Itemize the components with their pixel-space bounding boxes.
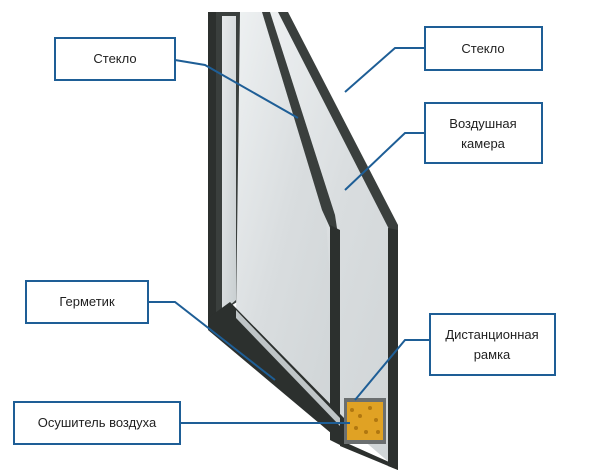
callout-glass-left: Стекло (54, 37, 176, 81)
callout-glass-right: Стекло (424, 26, 543, 71)
leader-sealant (148, 301, 276, 381)
glass-pane-back (212, 12, 240, 318)
leader-glass-right (344, 47, 425, 93)
callout-spacer-line1: Дистанционная (445, 327, 538, 342)
leader-spacer (354, 339, 430, 401)
air-chamber-area (236, 12, 340, 420)
spacer-frame (344, 398, 386, 444)
leader-air-chamber (344, 132, 425, 191)
frame-edges (208, 12, 398, 470)
callout-spacer-line2: рамка (474, 347, 511, 362)
callout-desiccant: Осушитель воздуха (13, 401, 181, 445)
callout-glass-left-text: Стекло (93, 51, 136, 66)
callout-air-chamber-line2: камера (461, 136, 506, 151)
leader-glass-left (174, 59, 299, 119)
callout-sealant-text: Герметик (59, 294, 115, 309)
leader-lines (148, 47, 430, 424)
callout-sealant: Герметик (25, 280, 149, 324)
callout-desiccant-text: Осушитель воздуха (38, 415, 157, 430)
callout-spacer: Дистанционная рамка (429, 313, 556, 376)
callout-air-chamber: Воздушная камера (424, 102, 543, 164)
callout-air-chamber-line1: Воздушная (449, 116, 516, 131)
callout-glass-right-text: Стекло (461, 41, 504, 56)
